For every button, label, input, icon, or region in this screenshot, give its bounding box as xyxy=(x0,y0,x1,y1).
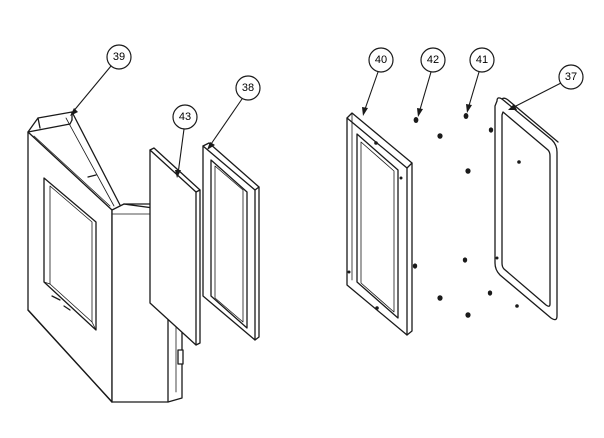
callout-43: 43 xyxy=(172,104,198,178)
part-43-panel xyxy=(149,147,201,346)
callout-41: 41 xyxy=(466,47,495,113)
callout-39-label: 39 xyxy=(113,51,125,63)
callout-42: 42 xyxy=(417,47,446,117)
callout-42-label: 42 xyxy=(427,54,439,66)
callout-41-label: 41 xyxy=(476,54,488,66)
callout-38: 38 xyxy=(207,75,261,150)
callout-40-label: 40 xyxy=(375,54,387,66)
part-40-bezel xyxy=(346,112,413,336)
callout-37-label: 37 xyxy=(565,71,577,83)
callout-43-label: 43 xyxy=(179,111,191,123)
callout-40: 40 xyxy=(362,47,394,116)
callout-37: 37 xyxy=(508,64,584,110)
part-39-housing xyxy=(27,111,184,403)
part-37-gasket xyxy=(494,97,559,321)
callout-38-label: 38 xyxy=(242,82,254,94)
part-42-41-fasteners xyxy=(412,113,494,318)
callout-39: 39 xyxy=(70,44,132,116)
part-38-frame xyxy=(202,142,260,341)
